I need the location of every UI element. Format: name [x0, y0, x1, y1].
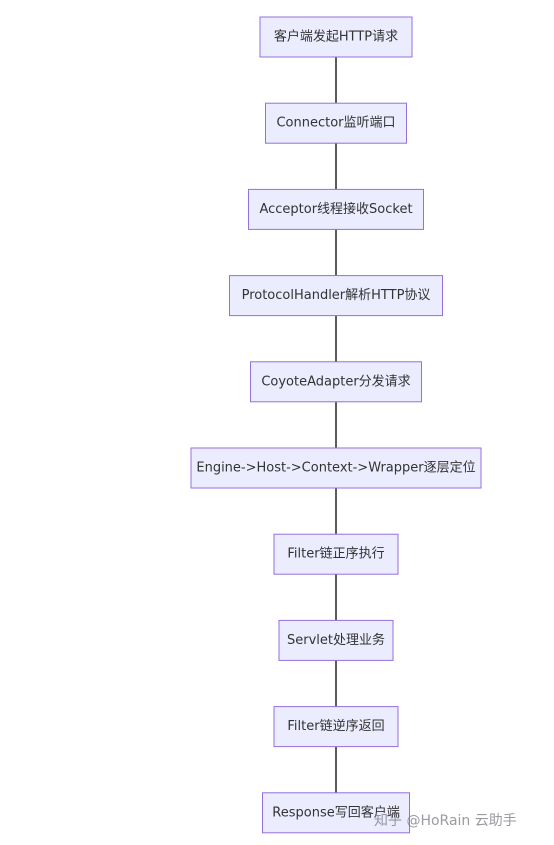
flow-node: Servlet处理业务	[278, 619, 394, 661]
flow-node-label: Engine->Host->Context->Wrapper逐层定位	[196, 461, 475, 476]
flow-node: Filter链正序执行	[273, 533, 399, 575]
flow-node: Filter链逆序返回	[273, 706, 399, 748]
flow-node-label: Filter链正序执行	[287, 547, 384, 562]
flow-node: Connector监听端口	[265, 102, 407, 144]
flow-node-label: Acceptor线程接收Socket	[259, 201, 412, 217]
flow-node-box	[259, 16, 413, 58]
flow-node-box	[250, 361, 422, 403]
flow-node-box	[248, 188, 424, 230]
flow-node-box	[229, 275, 443, 317]
flow-node-box	[265, 102, 407, 144]
nodes-layer: 客户端发起HTTP请求 Connector监听端口 Acceptor线程接收Sock…	[190, 16, 482, 834]
flow-node-box	[190, 447, 482, 489]
flow-node-label: 客户端发起HTTP请求	[274, 29, 398, 45]
flow-node: ProtocolHandler解析HTTP协议	[229, 275, 443, 317]
flow-node-label: ProtocolHandler解析HTTP协议	[242, 288, 431, 303]
flow-node-box	[278, 619, 394, 661]
flow-node: CoyoteAdapter分发请求	[250, 361, 422, 403]
flow-node-box	[273, 533, 399, 575]
flow-node-box	[262, 792, 410, 834]
flow-node: 客户端发起HTTP请求	[259, 16, 413, 58]
flow-node: Engine->Host->Context->Wrapper逐层定位	[190, 447, 482, 489]
flow-node-label: Response写回客户端	[272, 804, 399, 820]
flow-node-label: Connector监听端口	[276, 116, 395, 131]
flow-node-label: CoyoteAdapter分发请求	[261, 373, 410, 389]
flow-node: Acceptor线程接收Socket	[248, 188, 424, 230]
flow-node-box	[273, 706, 399, 748]
flow-node-label: Filter链逆序返回	[287, 718, 384, 734]
watermark-text: 知乎 @HoRain 云助手	[374, 813, 517, 829]
flow-node: Response写回客户端	[262, 792, 410, 834]
flow-node-label: Servlet处理业务	[287, 632, 385, 648]
